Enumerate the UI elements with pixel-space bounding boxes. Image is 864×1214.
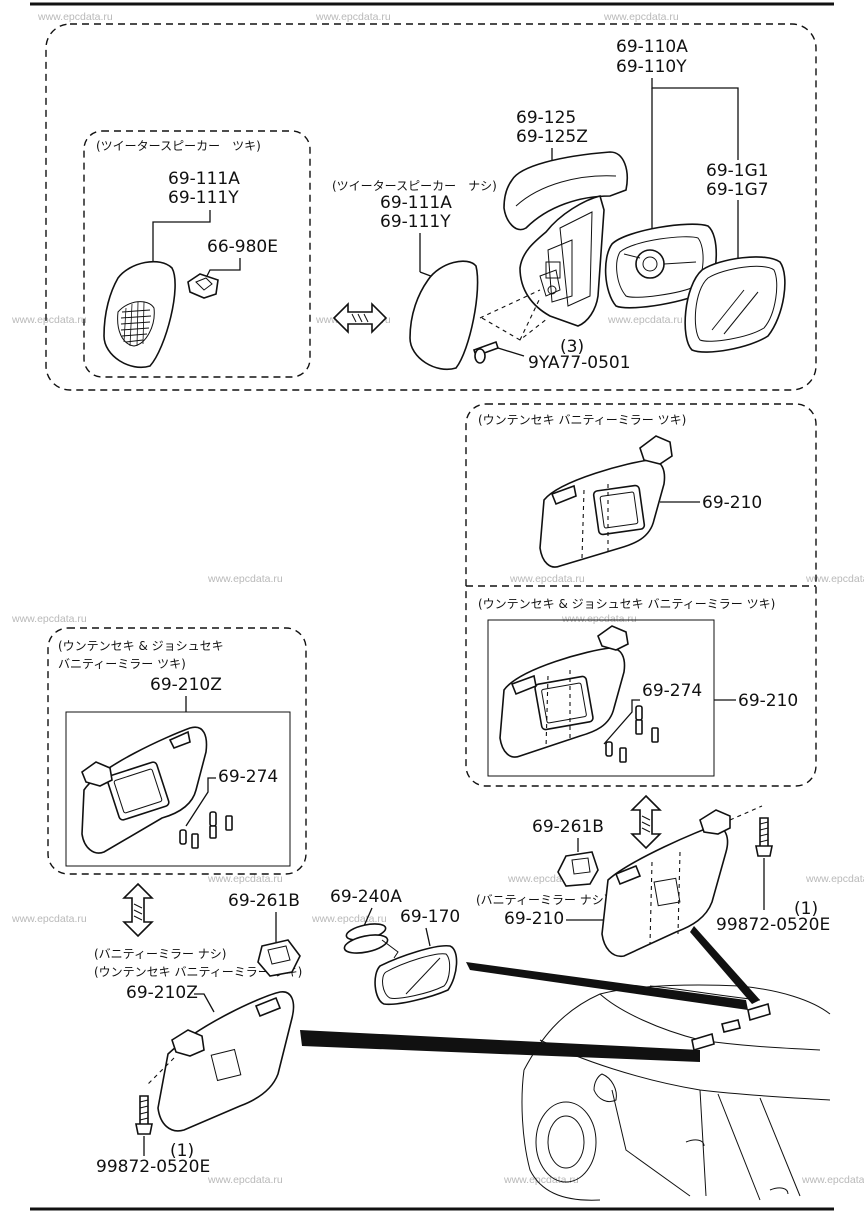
part-label-69-111Y-left: 69-111Y bbox=[168, 188, 239, 208]
tweeter-cover-with-speaker bbox=[103, 260, 176, 369]
part-label-69-1G7: 69-1G7 bbox=[706, 180, 769, 200]
vehicle-illustration bbox=[521, 984, 831, 1201]
watermark: www.epcdata.ru bbox=[503, 1174, 579, 1186]
part-label-69-210Z-top: 69-210Z bbox=[150, 675, 222, 695]
watermark: www.epcdata.ru bbox=[801, 1174, 864, 1186]
part-qty-9YA77: (3) bbox=[560, 337, 584, 357]
part-label-69-125Z: 69-125Z bbox=[516, 127, 588, 147]
note-both-vanity-right: (ウンテンセキ & ジョシュセキ バニティーミラー ツキ) bbox=[478, 597, 775, 611]
note-both-vanity-left-2: バニティーミラー ツキ) bbox=[58, 657, 186, 671]
both-vanity-left-box bbox=[47, 627, 307, 875]
mirror-housing bbox=[519, 195, 605, 327]
leader-69-240A bbox=[363, 907, 373, 927]
leader-69-111A-left bbox=[152, 210, 211, 262]
leader-69-274-left bbox=[185, 777, 216, 827]
part-label-69-274-right: 69-274 bbox=[642, 681, 702, 701]
sun-visor-both-vanity-left bbox=[81, 726, 233, 854]
watermark: www.epcdata.ru bbox=[805, 573, 864, 585]
install-line-right bbox=[729, 805, 763, 821]
watermark: www.epcdata.ru bbox=[509, 573, 585, 585]
watermark: www.epcdata.ru bbox=[11, 613, 87, 625]
part-label-69-111Y-mid: 69-111Y bbox=[380, 212, 451, 232]
screw-99872-left bbox=[135, 1095, 153, 1135]
watermark: www.epcdata.ru bbox=[607, 314, 683, 326]
watermark: www.epcdata.ru bbox=[603, 11, 679, 23]
part-label-66-980E: 66-980E bbox=[207, 237, 278, 257]
leader-66-980E bbox=[204, 258, 241, 281]
leader-69-170 bbox=[425, 927, 431, 947]
part-label-69-210-b: 69-210 bbox=[738, 691, 798, 711]
leader-69-274-right bbox=[603, 699, 640, 745]
part-label-99872-0520E-right: 99872-0520E bbox=[716, 915, 830, 935]
leader-9YA77 bbox=[497, 347, 525, 357]
part-label-69-240A: 69-240A bbox=[330, 887, 402, 907]
pointer-mirror-to-car bbox=[466, 962, 748, 1010]
watermark: www.epcdata.ru bbox=[561, 613, 637, 625]
part-label-9YA77-0501: 9YA77-0501 bbox=[528, 353, 631, 373]
outside-mirror-group-box bbox=[45, 23, 817, 391]
sun-visor-driver-vanity bbox=[539, 435, 673, 568]
part-label-69-274-left: 69-274 bbox=[218, 767, 278, 787]
driver-vanity-box bbox=[465, 403, 817, 787]
sun-visor-no-vanity-left bbox=[157, 991, 295, 1132]
updown-arrow-left-icon bbox=[122, 882, 154, 938]
tweeter-cover-plain bbox=[409, 260, 479, 371]
part-label-69-210-a: 69-210 bbox=[702, 493, 762, 513]
watermark: www.epcdata.ru bbox=[207, 1174, 283, 1186]
sun-visor-both-vanity-right bbox=[499, 625, 659, 763]
mirror-glass bbox=[684, 256, 786, 353]
both-vanity-left-inner-box bbox=[65, 711, 291, 867]
watermark: www.epcdata.ru bbox=[315, 11, 391, 23]
note-no-vanity-right: (バニティーミラー ナシ) bbox=[476, 893, 608, 907]
pointer-visor-left-to-car bbox=[300, 1030, 700, 1062]
part-label-69-210Z-bottom: 69-210Z bbox=[126, 983, 198, 1003]
both-vanity-inner-box bbox=[487, 619, 715, 777]
part-label-69-110Y: 69-110Y bbox=[616, 57, 687, 77]
part-qty-99872-left: (1) bbox=[170, 1141, 194, 1161]
mirror-cover-cap bbox=[503, 151, 628, 231]
note-no-vanity-left-1: (バニティーミラー ナシ) bbox=[94, 947, 226, 961]
note-tweeter-with: (ツイータースピーカー ツキ) bbox=[96, 139, 261, 153]
leader-69-110A bbox=[651, 78, 739, 160]
part-label-69-111A-left: 69-111A bbox=[168, 169, 240, 189]
watermark: www.epcdata.ru bbox=[805, 873, 864, 885]
pointer-visor-right-to-car bbox=[690, 926, 760, 1004]
watermark: www.epcdata.ru bbox=[207, 573, 283, 585]
watermark: www.epcdata.ru bbox=[11, 913, 87, 925]
note-both-vanity-left-1: (ウンテンセキ & ジョシュセキ bbox=[58, 639, 224, 653]
watermark: www.epcdata.ru bbox=[207, 873, 283, 885]
updown-arrow-right-icon bbox=[630, 794, 662, 850]
part-label-69-111A-mid: 69-111A bbox=[380, 193, 452, 213]
part-qty-99872-right: (1) bbox=[794, 899, 818, 919]
screw-9YA77 bbox=[472, 340, 500, 364]
part-label-69-110A: 69-110A bbox=[616, 37, 688, 57]
part-label-69-261B-right: 69-261B bbox=[532, 817, 604, 837]
part-label-99872-0520E-left: 99872-0520E bbox=[96, 1157, 210, 1177]
part-label-69-1G1: 69-1G1 bbox=[706, 161, 769, 181]
install-line-left bbox=[147, 1057, 175, 1085]
watermark: www.epcdata.ru bbox=[37, 11, 113, 23]
screw-99872-right bbox=[755, 817, 773, 857]
note-tweeter-without: (ツイータースピーカー ナシ) bbox=[332, 179, 497, 193]
sun-visor-no-vanity-right bbox=[601, 809, 731, 958]
leader-69-210Z-bottom bbox=[194, 993, 215, 1013]
watermark: www.epcdata.ru bbox=[11, 314, 87, 326]
visor-holder-right bbox=[557, 851, 599, 887]
room-mirror-cover bbox=[343, 923, 389, 954]
visor-holder-left bbox=[257, 939, 301, 977]
tweeter-clip bbox=[187, 273, 219, 299]
room-mirror bbox=[374, 939, 458, 1006]
part-label-69-125: 69-125 bbox=[516, 108, 576, 128]
part-label-69-210-c: 69-210 bbox=[504, 909, 564, 929]
note-driver-vanity: (ウンテンセキ バニティーミラー ツキ) bbox=[478, 413, 686, 427]
note-no-vanity-left-2: (ウンテンセキ バニティーミラー ツキ) bbox=[94, 965, 302, 979]
part-label-69-170: 69-170 bbox=[400, 907, 460, 927]
part-label-69-261B-left: 69-261B bbox=[228, 891, 300, 911]
